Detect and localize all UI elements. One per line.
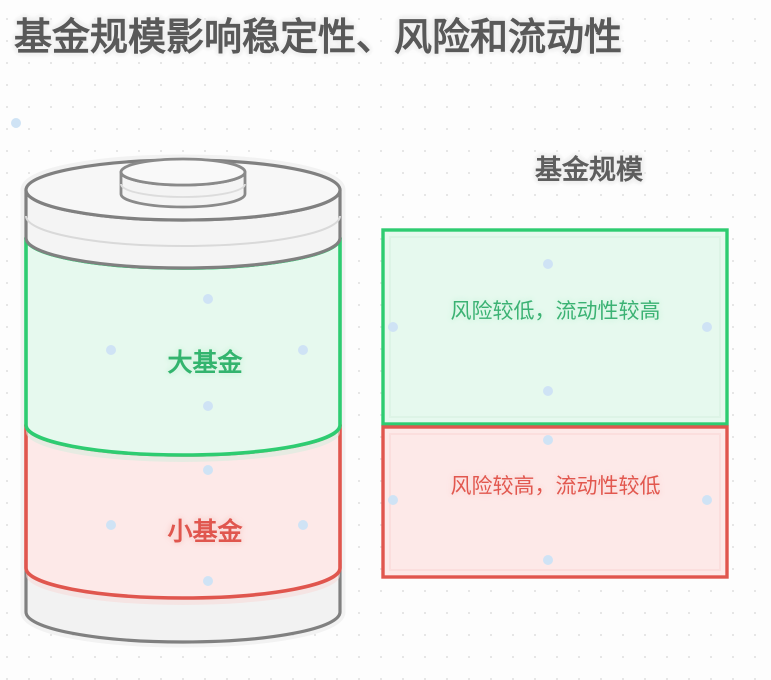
callout-box-small-fund[interactable]	[381, 425, 729, 579]
cylinder-label-large-fund: 大基金	[167, 349, 243, 377]
legend-title: 基金规模	[535, 155, 643, 185]
page-title: 基金规模影响稳定性、风险和流动性	[14, 17, 623, 59]
callout-box-large-fund[interactable]	[381, 228, 729, 426]
callout-text-small-fund: 风险较高，流动性较低	[450, 475, 661, 498]
cylinder-knob	[119, 157, 247, 209]
decorative-dots	[11, 118, 712, 586]
cylinder-segment-small-fund	[24, 423, 342, 605]
callout-text-large-fund: 风险较低，流动性较高	[450, 300, 661, 323]
cylinder-label-small-fund: 小基金	[167, 518, 243, 546]
